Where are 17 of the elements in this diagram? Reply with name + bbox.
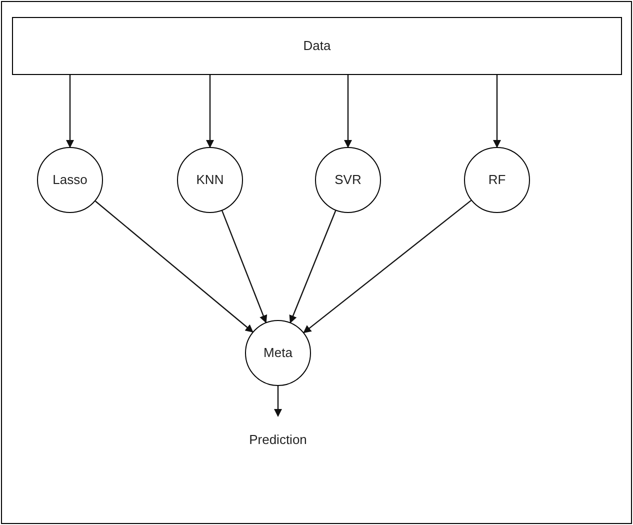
arrow (289, 210, 336, 324)
node-label: SVR (334, 171, 362, 190)
arrow (493, 75, 501, 148)
node-label: KNN (196, 171, 224, 190)
arrow (66, 75, 74, 148)
arrow (274, 386, 282, 417)
arrow (303, 200, 472, 334)
node-label: Data (303, 37, 331, 56)
node-label: Meta (264, 344, 292, 362)
node-label: RF (488, 171, 506, 190)
arrow (94, 200, 254, 333)
arrow (344, 75, 352, 148)
arrow (206, 75, 214, 148)
node-label: Prediction (249, 431, 307, 450)
process-box (12, 17, 622, 75)
node-label: Lasso (52, 171, 88, 190)
arrow (222, 210, 268, 324)
